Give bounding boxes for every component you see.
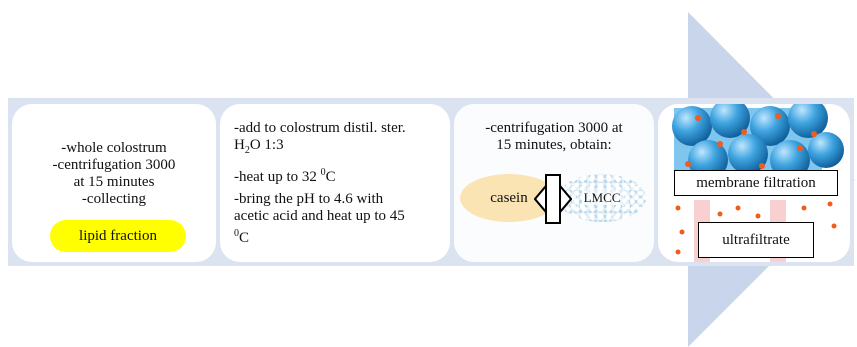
heat-step-text: -heat up to 32 0C bbox=[234, 167, 336, 185]
solute-dots bbox=[685, 113, 817, 169]
collection-steps: -whole colostrum -centrifugation 3000 at… bbox=[12, 140, 216, 208]
step-filtration-box: membrane filtration ultrafiltrate bbox=[658, 104, 850, 262]
dilution-ratio-text: H2O 1:3 bbox=[234, 137, 284, 156]
step-text: -centrifugation 3000 bbox=[52, 157, 176, 173]
lipid-fraction-badge: lipid fraction bbox=[50, 220, 186, 252]
step-treatment-box: -add to colostrum distil. ster. H2O 1:3 … bbox=[220, 104, 450, 262]
step-text: -collecting bbox=[81, 191, 147, 207]
step-text: -bring the pH to 4.6 with bbox=[234, 191, 384, 207]
temperature-unit-text: 0C bbox=[234, 228, 250, 246]
step-text: -centrifugation 3000 at bbox=[485, 120, 623, 136]
membrane-filtration-label: membrane filtration bbox=[674, 170, 838, 196]
step-text: at 15 minutes bbox=[73, 174, 155, 190]
step-text: acetic acid and heat up to 45 bbox=[234, 208, 405, 224]
step-text: -whole colostrum bbox=[61, 140, 167, 156]
step-separation-box: -centrifugation 3000 at 15 minutes, obta… bbox=[454, 104, 654, 262]
lmcc-ellipse: LMCC bbox=[558, 174, 646, 222]
permeate-dots bbox=[675, 201, 837, 255]
separation-steps: -centrifugation 3000 at 15 minutes, obta… bbox=[454, 120, 654, 154]
step-text: 15 minutes, obtain: bbox=[496, 137, 612, 153]
double-arrow-icon bbox=[534, 174, 572, 224]
step-collection-box: -whole colostrum -centrifugation 3000 at… bbox=[12, 104, 216, 262]
ultrafiltrate-label: ultrafiltrate bbox=[698, 222, 814, 258]
lmcc-label: LMCC bbox=[581, 190, 623, 205]
step-text: -add to colostrum distil. ster. bbox=[234, 120, 406, 136]
